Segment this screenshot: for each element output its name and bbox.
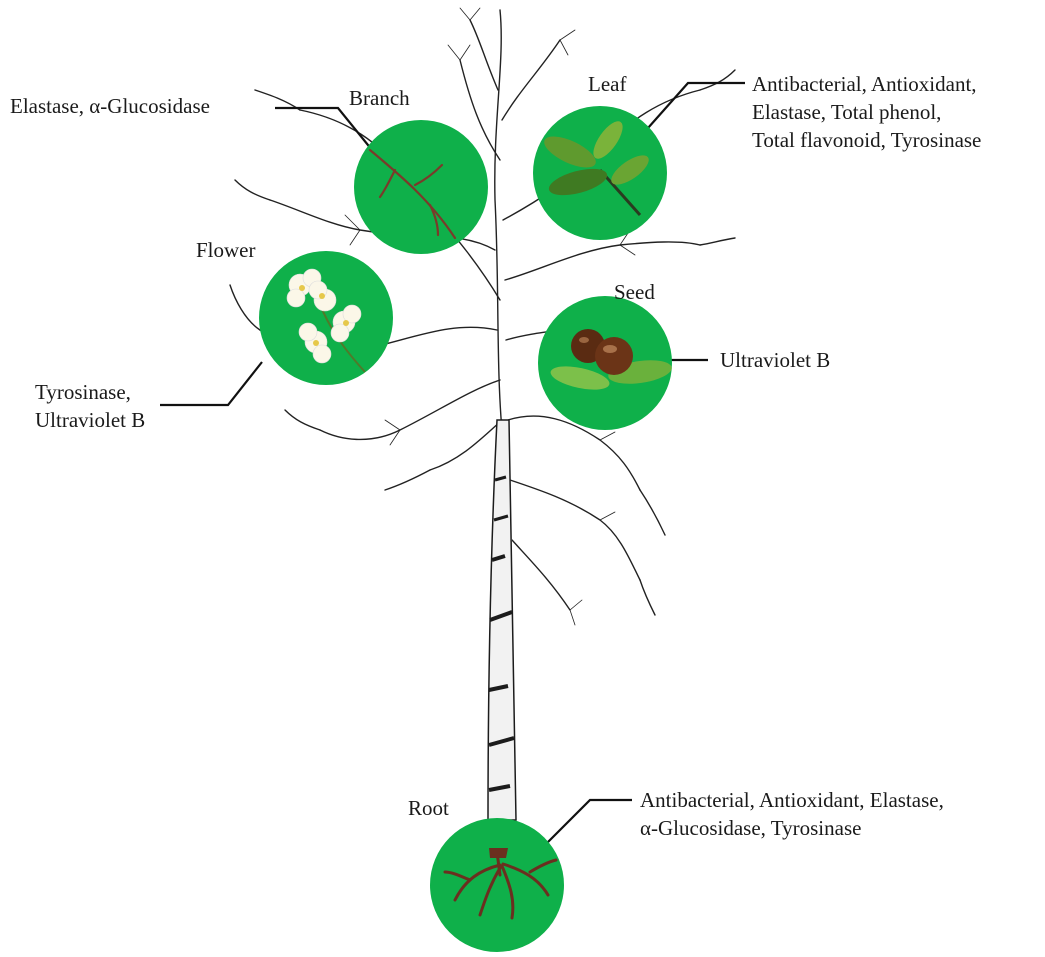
branch-activity-line: Elastase, α-Glucosidase [10, 92, 210, 120]
root-circle [430, 818, 564, 952]
branch-circle [354, 120, 488, 254]
flower-part-label: Flower [196, 236, 256, 264]
leaf-activity-line: Total flavonoid, Tyrosinase [752, 126, 981, 154]
branch-connector-line [275, 108, 372, 150]
seed-activities-label: Ultraviolet B [720, 346, 830, 374]
flower-activities-label: Tyrosinase, Ultraviolet B [35, 378, 145, 434]
leaf-circle [533, 106, 667, 240]
flower-activity-line: Tyrosinase, [35, 378, 145, 406]
leaf-activity-line: Antibacterial, Antioxidant, [752, 70, 981, 98]
root-connector-line [548, 800, 632, 842]
leaf-activities-label: Antibacterial, Antioxidant, Elastase, To… [752, 70, 981, 154]
flower-circle [259, 251, 393, 385]
flower-connector-line [160, 362, 262, 405]
root-activity-line: α-Glucosidase, Tyrosinase [640, 814, 944, 842]
leaf-connector-line [648, 83, 745, 128]
seed-activity-line: Ultraviolet B [720, 346, 830, 374]
root-activity-line: Antibacterial, Antioxidant, Elastase, [640, 786, 944, 814]
branch-activities-label: Elastase, α-Glucosidase [10, 92, 210, 120]
leaf-part-label: Leaf [588, 70, 626, 98]
root-part-label: Root [408, 794, 449, 822]
flower-activity-line: Ultraviolet B [35, 406, 145, 434]
seed-circle [538, 296, 673, 430]
root-activities-label: Antibacterial, Antioxidant, Elastase, α-… [640, 786, 944, 842]
leaf-activity-line: Elastase, Total phenol, [752, 98, 981, 126]
branch-part-label: Branch [349, 84, 410, 112]
seed-part-label: Seed [614, 278, 655, 306]
